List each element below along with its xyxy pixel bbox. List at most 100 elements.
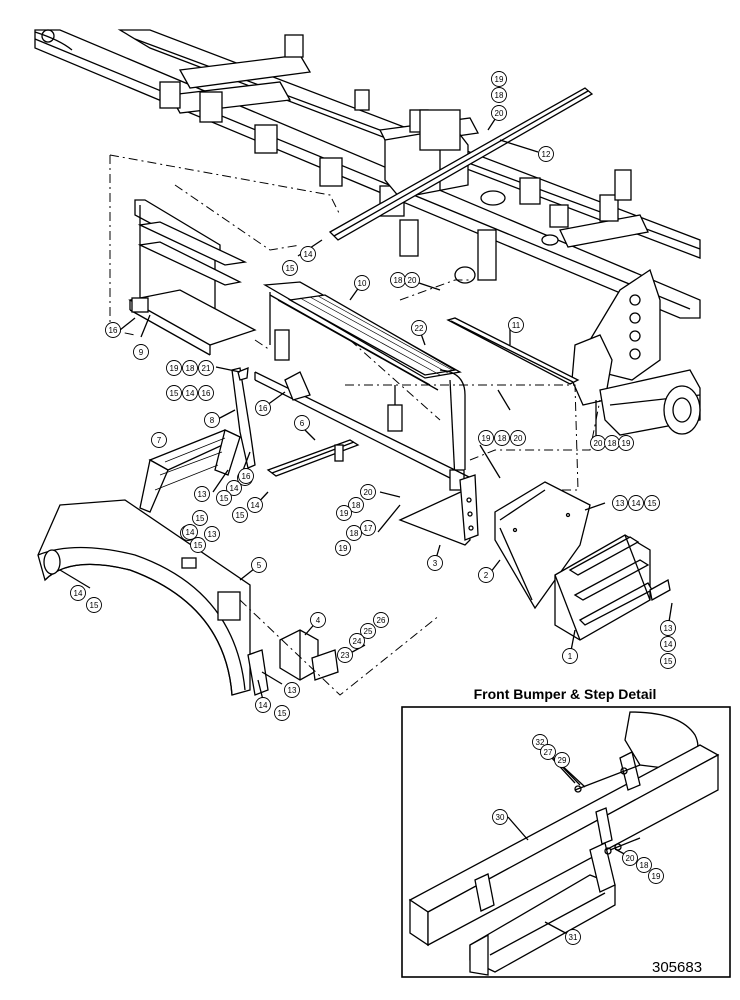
callout-20: 20 [510, 430, 526, 446]
part-11-angle [446, 317, 580, 385]
callout-15: 15 [660, 653, 676, 669]
callout-number: 22 [415, 324, 424, 333]
callout-circle [194, 486, 210, 502]
callout-circle [660, 653, 676, 669]
callout-number: 19 [482, 434, 491, 443]
callout-circle [562, 648, 578, 664]
callout-circle [251, 557, 267, 573]
callout-18: 18 [604, 435, 620, 451]
callout-23: 23 [337, 647, 353, 663]
part-1-step [554, 534, 671, 641]
part-2-mud-flap [494, 481, 591, 610]
callout-number: 18 [350, 529, 359, 538]
callout-number: 27 [544, 748, 553, 757]
callout-13: 13 [204, 526, 220, 542]
callout-20: 20 [590, 435, 606, 451]
callout-number: 16 [242, 472, 251, 481]
callout-number: 20 [626, 854, 635, 863]
callout-number: 20 [514, 434, 523, 443]
callout-20: 20 [404, 272, 420, 288]
callout-circle [660, 620, 676, 636]
callout-number: 4 [316, 616, 321, 625]
callout-16: 16 [238, 468, 254, 484]
callout-13: 13 [612, 495, 628, 511]
callout-number: 19 [339, 544, 348, 553]
callout-number: 13 [664, 624, 673, 633]
callout-number: 14 [664, 640, 673, 649]
part-12-angle-strip [328, 87, 594, 241]
callout-number: 31 [569, 933, 578, 942]
callout-circle [354, 275, 370, 291]
callout-14: 14 [70, 585, 86, 601]
callout-2: 2 [478, 567, 494, 583]
callout-circle [198, 360, 214, 376]
callout-circle [628, 495, 644, 511]
callout-15: 15 [232, 507, 248, 523]
callout-18: 18 [491, 87, 507, 103]
part-8-bracket [231, 366, 256, 469]
chassis-frame [34, 29, 701, 436]
callout-number: 18 [640, 861, 649, 870]
part-3-bracket [398, 474, 479, 546]
callout-number: 15 [278, 709, 287, 718]
callout-number: 20 [594, 439, 603, 448]
callout-number: 19 [652, 872, 661, 881]
callout-15: 15 [166, 385, 182, 401]
callout-6: 6 [294, 415, 310, 431]
callout-circle [232, 507, 248, 523]
callout-14: 14 [182, 524, 198, 540]
callout-circle [494, 430, 510, 446]
callout-15: 15 [282, 260, 298, 276]
callout-20: 20 [491, 105, 507, 121]
callout-number: 23 [341, 651, 350, 660]
callout-10: 10 [354, 275, 370, 291]
callout-14: 14 [226, 480, 242, 496]
callout-circle [427, 555, 443, 571]
callout-circle [151, 432, 167, 448]
callout-number: 8 [210, 416, 215, 425]
callout-18: 18 [390, 272, 406, 288]
callout-circle [660, 636, 676, 652]
callout-number: 14 [186, 389, 195, 398]
callout-circle [182, 524, 198, 540]
callout-19: 19 [648, 868, 664, 884]
callout-1: 1 [562, 648, 578, 664]
callout-number: 18 [498, 434, 507, 443]
part-9-side-rack [128, 199, 257, 356]
callout-31: 31 [565, 929, 581, 945]
callout-circle [404, 272, 420, 288]
callout-17: 17 [360, 520, 376, 536]
callout-circle [284, 682, 300, 698]
callout-circle [204, 412, 220, 428]
callout-number: 13 [198, 490, 207, 499]
callout-number: 15 [196, 514, 205, 523]
callout-19: 19 [618, 435, 634, 451]
callout-5: 5 [251, 557, 267, 573]
callout-number: 18 [352, 501, 361, 510]
detail-title: Front Bumper & Step Detail [473, 686, 657, 702]
callout-circle [166, 385, 182, 401]
callout-16: 16 [198, 385, 214, 401]
callout-circle [335, 540, 351, 556]
callout-number: 18 [394, 276, 403, 285]
callout-24: 24 [349, 633, 365, 649]
callout-13: 13 [660, 620, 676, 636]
callout-number: 15 [194, 541, 203, 550]
callout-number: 12 [542, 150, 551, 159]
callout-circle [492, 809, 508, 825]
callout-number: 13 [616, 499, 625, 508]
callout-number: 19 [170, 364, 179, 373]
callout-19: 19 [491, 71, 507, 87]
callout-8: 8 [204, 412, 220, 428]
callout-9: 9 [133, 344, 149, 360]
callout-number: 14 [632, 499, 641, 508]
callout-circle [478, 430, 494, 446]
callout-circle [204, 526, 220, 542]
callout-circle [70, 585, 86, 601]
callout-circle [226, 480, 242, 496]
callout-circle [411, 320, 427, 336]
callout-circle [190, 537, 206, 553]
callout-3: 3 [427, 555, 443, 571]
